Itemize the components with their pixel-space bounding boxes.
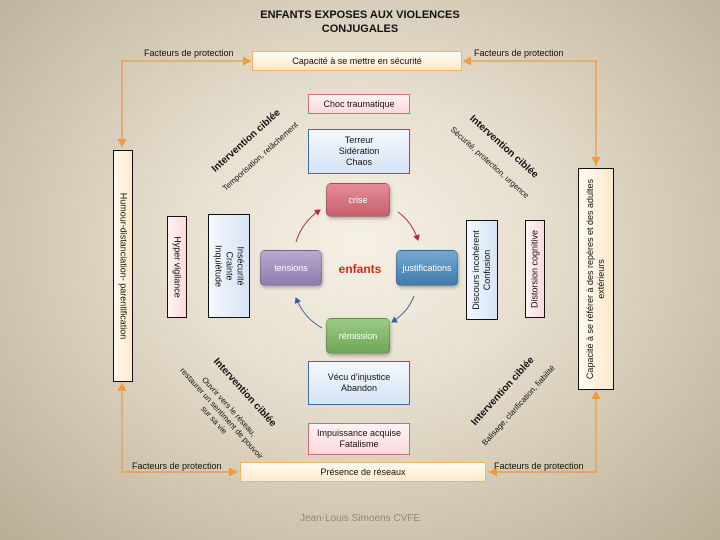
left-protection-box: Humour-distanciation- parentification xyxy=(113,150,133,382)
left-protection-text: Humour-distanciation- parentification xyxy=(118,192,129,340)
cycle-arrow-crise-justifications xyxy=(397,211,420,241)
discours-text: Discours incohérent Confusion xyxy=(471,230,492,310)
cycle-tensions: tensions xyxy=(260,250,322,286)
top-protection-box: Capacité à se mettre en sécurité xyxy=(252,51,462,71)
cycle-remission: rémission xyxy=(326,318,390,354)
facteurs-label-bottom-right: Facteurs de protection xyxy=(494,461,584,471)
distorsion-box: Distorsion cognitive xyxy=(525,220,545,318)
right-protection-box: Capacité à se référer à des repères et d… xyxy=(578,168,614,390)
discours-box: Discours incohérent Confusion xyxy=(466,220,498,320)
cycle-justifications: justifications xyxy=(396,250,458,286)
facteurs-label-top-right: Facteurs de protection xyxy=(474,48,564,58)
insecurite-text: Insécurité Crainte Inquiétude xyxy=(213,244,246,288)
facteurs-label-top-left: Facteurs de protection xyxy=(144,48,234,58)
facteurs-label-bottom-left: Facteurs de protection xyxy=(132,461,222,471)
hyper-vigilance-text: Hyper vigilance xyxy=(172,236,183,298)
bottom-protection-box: Présence de réseaux xyxy=(240,462,486,482)
impuissance-box: Impuissance acquise Fatalisme xyxy=(308,423,410,455)
vecu-injustice-box: Vécu d’injustice Abandon xyxy=(308,361,410,405)
terreur-box: Terreur Sidération Chaos xyxy=(308,129,410,174)
hyper-vigilance-box: Hyper vigilance xyxy=(167,216,187,318)
distorsion-text: Distorsion cognitive xyxy=(529,229,540,309)
author-credit: Jean-Louis Simoens CVFE xyxy=(299,513,421,524)
cycle-arrow-justifications-remission xyxy=(391,295,415,323)
insecurite-box: Insécurité Crainte Inquiétude xyxy=(208,214,250,318)
center-enfants-label: enfants xyxy=(338,262,382,276)
cycle-arrow-remission-tensions xyxy=(294,297,323,329)
choc-traumatique-box: Choc traumatique xyxy=(308,94,410,114)
diagram-title: ENFANTS EXPOSES AUX VIOLENCES CONJUGALES xyxy=(260,9,460,35)
cycle-crise: crise xyxy=(326,183,390,217)
cycle-arrow-tensions-crise xyxy=(295,209,321,243)
right-protection-text: Capacité à se référer à des repères et d… xyxy=(585,178,606,380)
